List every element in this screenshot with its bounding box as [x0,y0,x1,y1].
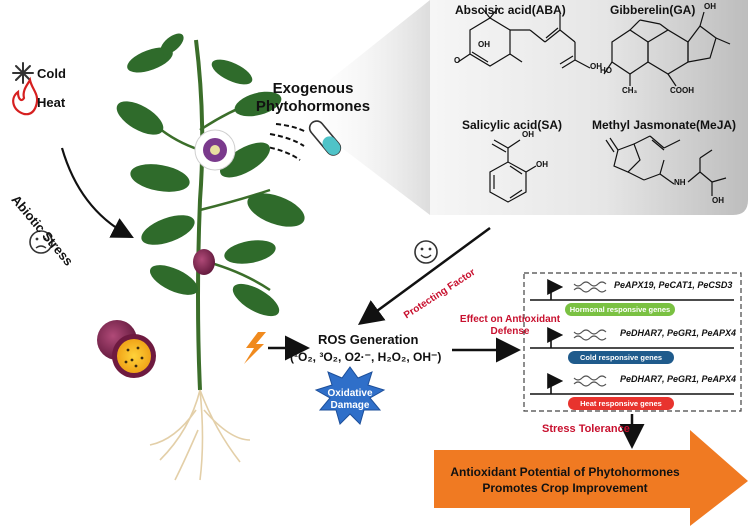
passion-fruit-icon [97,320,156,378]
conclusion-line1: Antioxidant Potential of Phytohormones [450,465,680,479]
gene-list-cold: PeDHAR7, PeGR1, PeAPX4 [620,328,737,338]
oxidative-damage-label: Oxidative Damage [318,388,382,412]
aba-oh-label: OH [478,40,490,49]
hormonal-genes-pill: Hormonal responsive genes [565,303,675,316]
sad-face-icon [29,230,53,254]
conclusion-line2: Promotes Crop Improvement [482,481,648,495]
meja-oh-label: OH [712,196,724,205]
aba-cooh-label: OH [590,62,602,71]
flame-icon [12,76,39,116]
snowflake-icon [12,62,34,84]
protecting-factor-arrow [357,226,491,325]
sa-oh2-label: OH [536,160,548,169]
exogenous-line1: Exogenous [272,80,354,97]
gene-list-heat: PeDHAR7, PeGR1, PeAPX4 [620,374,737,384]
abiotic-arrow [60,147,134,239]
passion-flower [194,129,236,171]
oxidative-line1: Oxidative [327,388,373,399]
roots [149,389,251,481]
oxidative-damage-burst [314,366,386,425]
exogenous-line2: Phytohormones [255,98,371,115]
ga-title: Gibberelin(GA) [610,3,696,17]
hormone-panel [430,0,748,215]
lightning-icon [244,332,266,364]
effect-line2: Defense [490,326,530,337]
happy-face-icon [414,240,438,264]
hanging-fruit [193,249,215,275]
ga-ho-label: HO [600,66,612,75]
passion-fruit-plant [116,33,305,481]
ga-oh-label: OH [704,2,716,11]
sa-oh-label: OH [522,130,534,139]
ga-ch3-label: CH₃ [622,86,638,95]
gene-box [523,272,742,412]
effect-label: Effect on Antioxidant Defense [450,314,570,338]
conclusion-text: Antioxidant Potential of Phytohormones P… [440,464,690,496]
conclusion-arrow [434,430,748,526]
oxidative-line2: Damage [330,400,370,411]
meja-structure [605,135,727,196]
ga-cooh-label: COOH [670,86,694,95]
meja-title: Methyl Jasmonate(MeJA) [592,118,737,132]
sa-title: Salicylic acid(SA) [462,118,563,132]
dna-icons [573,281,607,387]
ros-formula: (¹O₂, ³O₂, O2·⁻, H₂O₂, OH⁻) [290,350,442,364]
heat-genes-pill: Heat responsive genes [568,397,674,410]
exogenous-title: Exogenous Phytohormones [254,80,372,116]
ga-structure [603,11,731,87]
aba-o-label: O [454,56,461,65]
aba-structure [457,7,591,69]
sa-structure [489,139,537,203]
meja-nh-label: NH [674,178,686,187]
cold-genes-pill: Cold responsive genes [568,351,674,364]
gene-list-hormonal: PeAPX19, PeCAT1, PeCSD3 [614,280,733,290]
projection-beam [292,0,430,215]
stress-tolerance-label: Stress Tolerance [542,423,630,435]
gene-diagrams [530,279,734,395]
heat-label: Heat [37,95,66,110]
effect-line1: Effect on Antioxidant [459,314,561,325]
cold-label: Cold [37,66,66,81]
aba-title: Abscisic acid(ABA) [455,3,566,17]
ros-title: ROS Generation [318,332,419,347]
